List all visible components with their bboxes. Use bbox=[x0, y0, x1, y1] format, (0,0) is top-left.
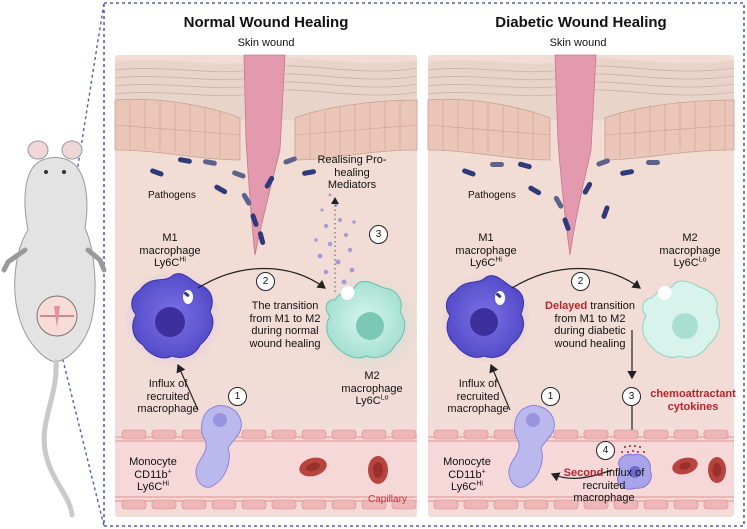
panel-title-normal: Normal Wound Healing bbox=[183, 14, 349, 31]
step-badge-3-right: 3 bbox=[622, 387, 641, 406]
skin-wound-label-right: Skin wound bbox=[549, 37, 607, 49]
skin-wound-label-left: Skin wound bbox=[237, 37, 295, 49]
step-badge-2-right: 2 bbox=[571, 272, 590, 291]
step-badge-4-right: 4 bbox=[596, 441, 615, 460]
pathogens-label-right: Pathogens bbox=[468, 190, 516, 201]
step-badge-2-left: 2 bbox=[256, 272, 275, 291]
pathogens-right bbox=[462, 158, 660, 231]
step-badge-1-right: 1 bbox=[541, 387, 560, 406]
pathogens-left bbox=[150, 156, 317, 245]
capillary-label: Capillary bbox=[368, 494, 407, 505]
monocyte-label-left: Monocyte CD11b+ Ly6CHi bbox=[129, 456, 177, 493]
panel-title-diabetic: Diabetic Wound Healing bbox=[495, 14, 667, 31]
mouse-illustration bbox=[1, 140, 107, 518]
step-badge-1-left: 1 bbox=[228, 387, 247, 406]
step-badge-3-left: 3 bbox=[369, 225, 388, 244]
pathogens-label-left: Pathogens bbox=[148, 190, 196, 201]
monocyte-label-right: Monocyte CD11b+ Ly6CHi bbox=[443, 456, 491, 493]
zoom-line-bottom bbox=[56, 335, 105, 527]
